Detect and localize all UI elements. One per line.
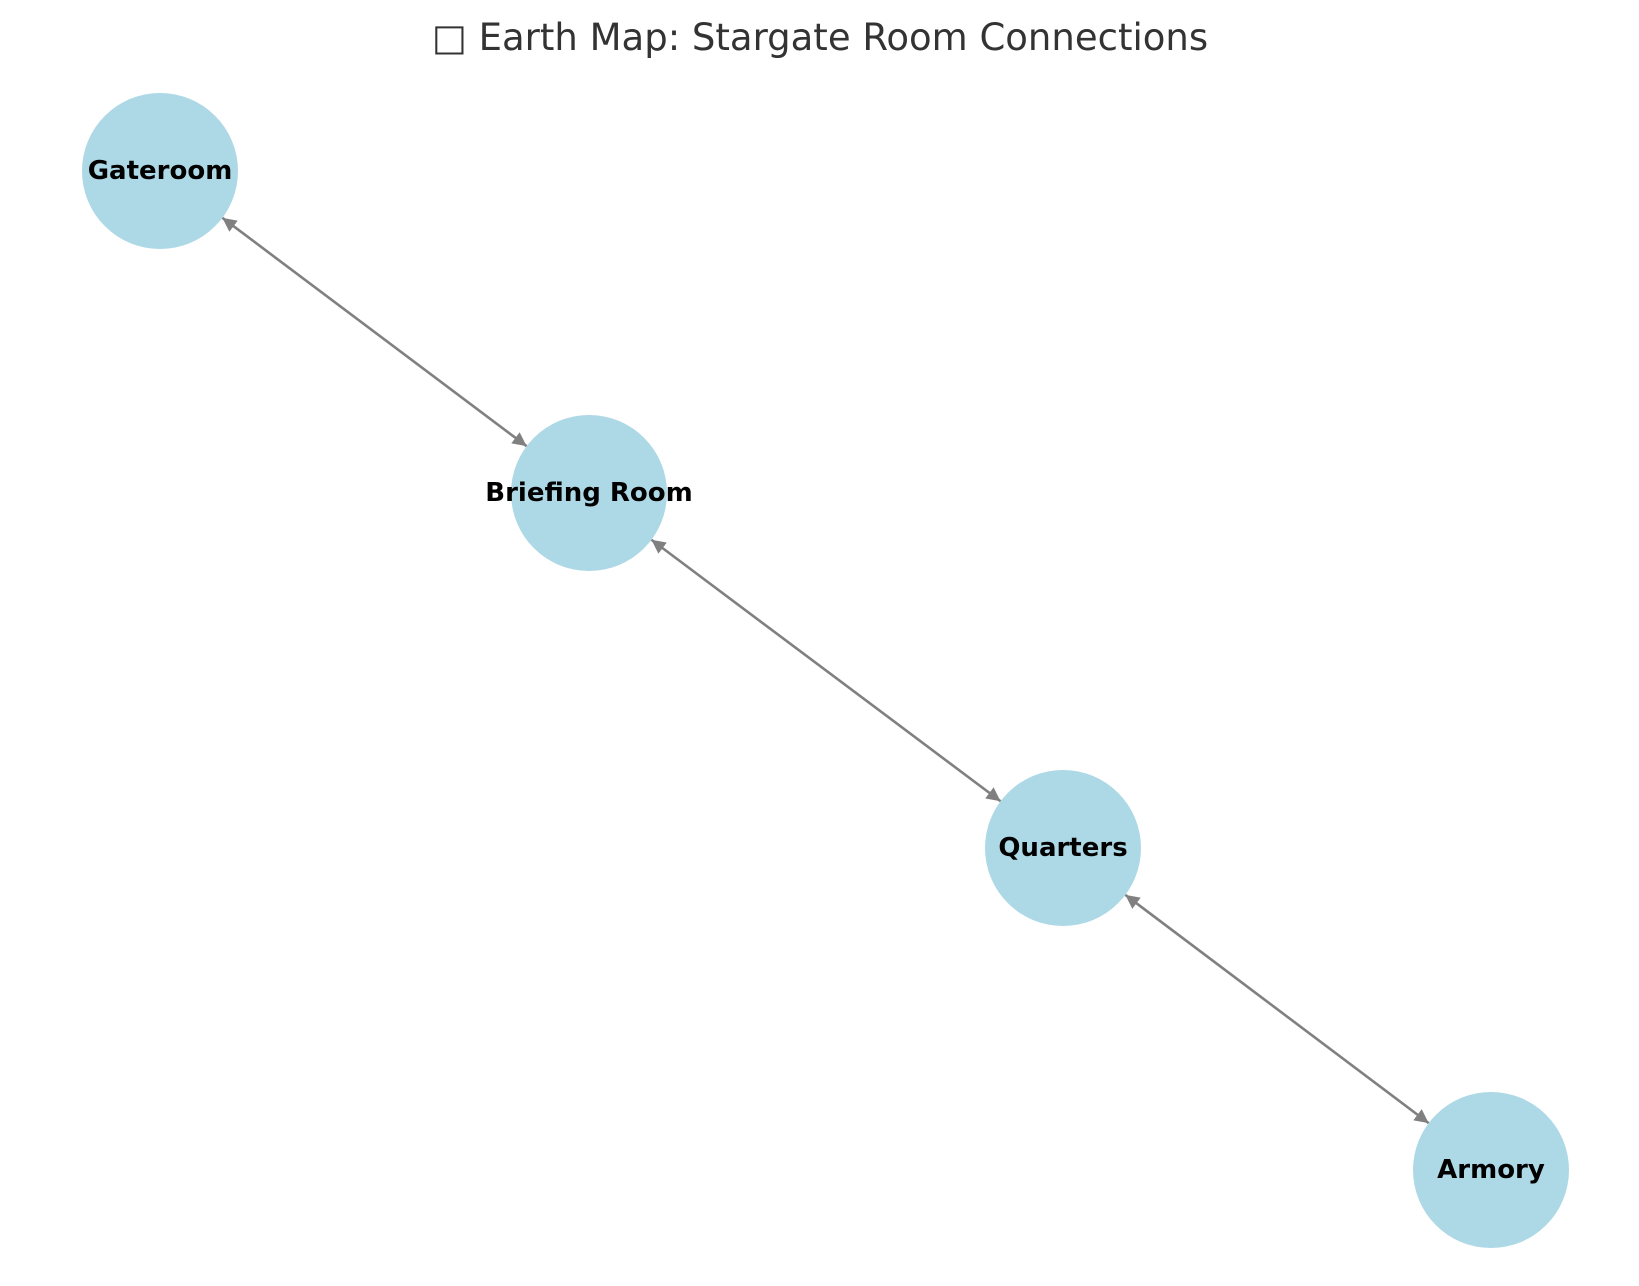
node-armory[interactable]: Armory [1413,1092,1569,1248]
node-label: Quarters [998,833,1127,863]
edge-briefing-room-quarters [650,538,1002,803]
node-label: Gateroom [88,156,233,186]
node-circle [985,770,1141,926]
diagram-title: □ Earth Map: Stargate Room Connections [432,16,1208,59]
edge-gateroom-briefing-room [221,216,528,448]
edges-layer [221,216,1430,1125]
node-label: Armory [1437,1155,1545,1185]
node-circle [1413,1092,1569,1248]
edge-quarters-armory [1124,893,1430,1125]
node-label: Briefing Room [485,478,692,508]
node-quarters[interactable]: Quarters [985,770,1141,926]
node-circle [82,93,238,249]
node-circle [511,415,667,571]
node-gateroom[interactable]: Gateroom [82,93,238,249]
node-briefing-room[interactable]: Briefing Room [485,415,693,571]
